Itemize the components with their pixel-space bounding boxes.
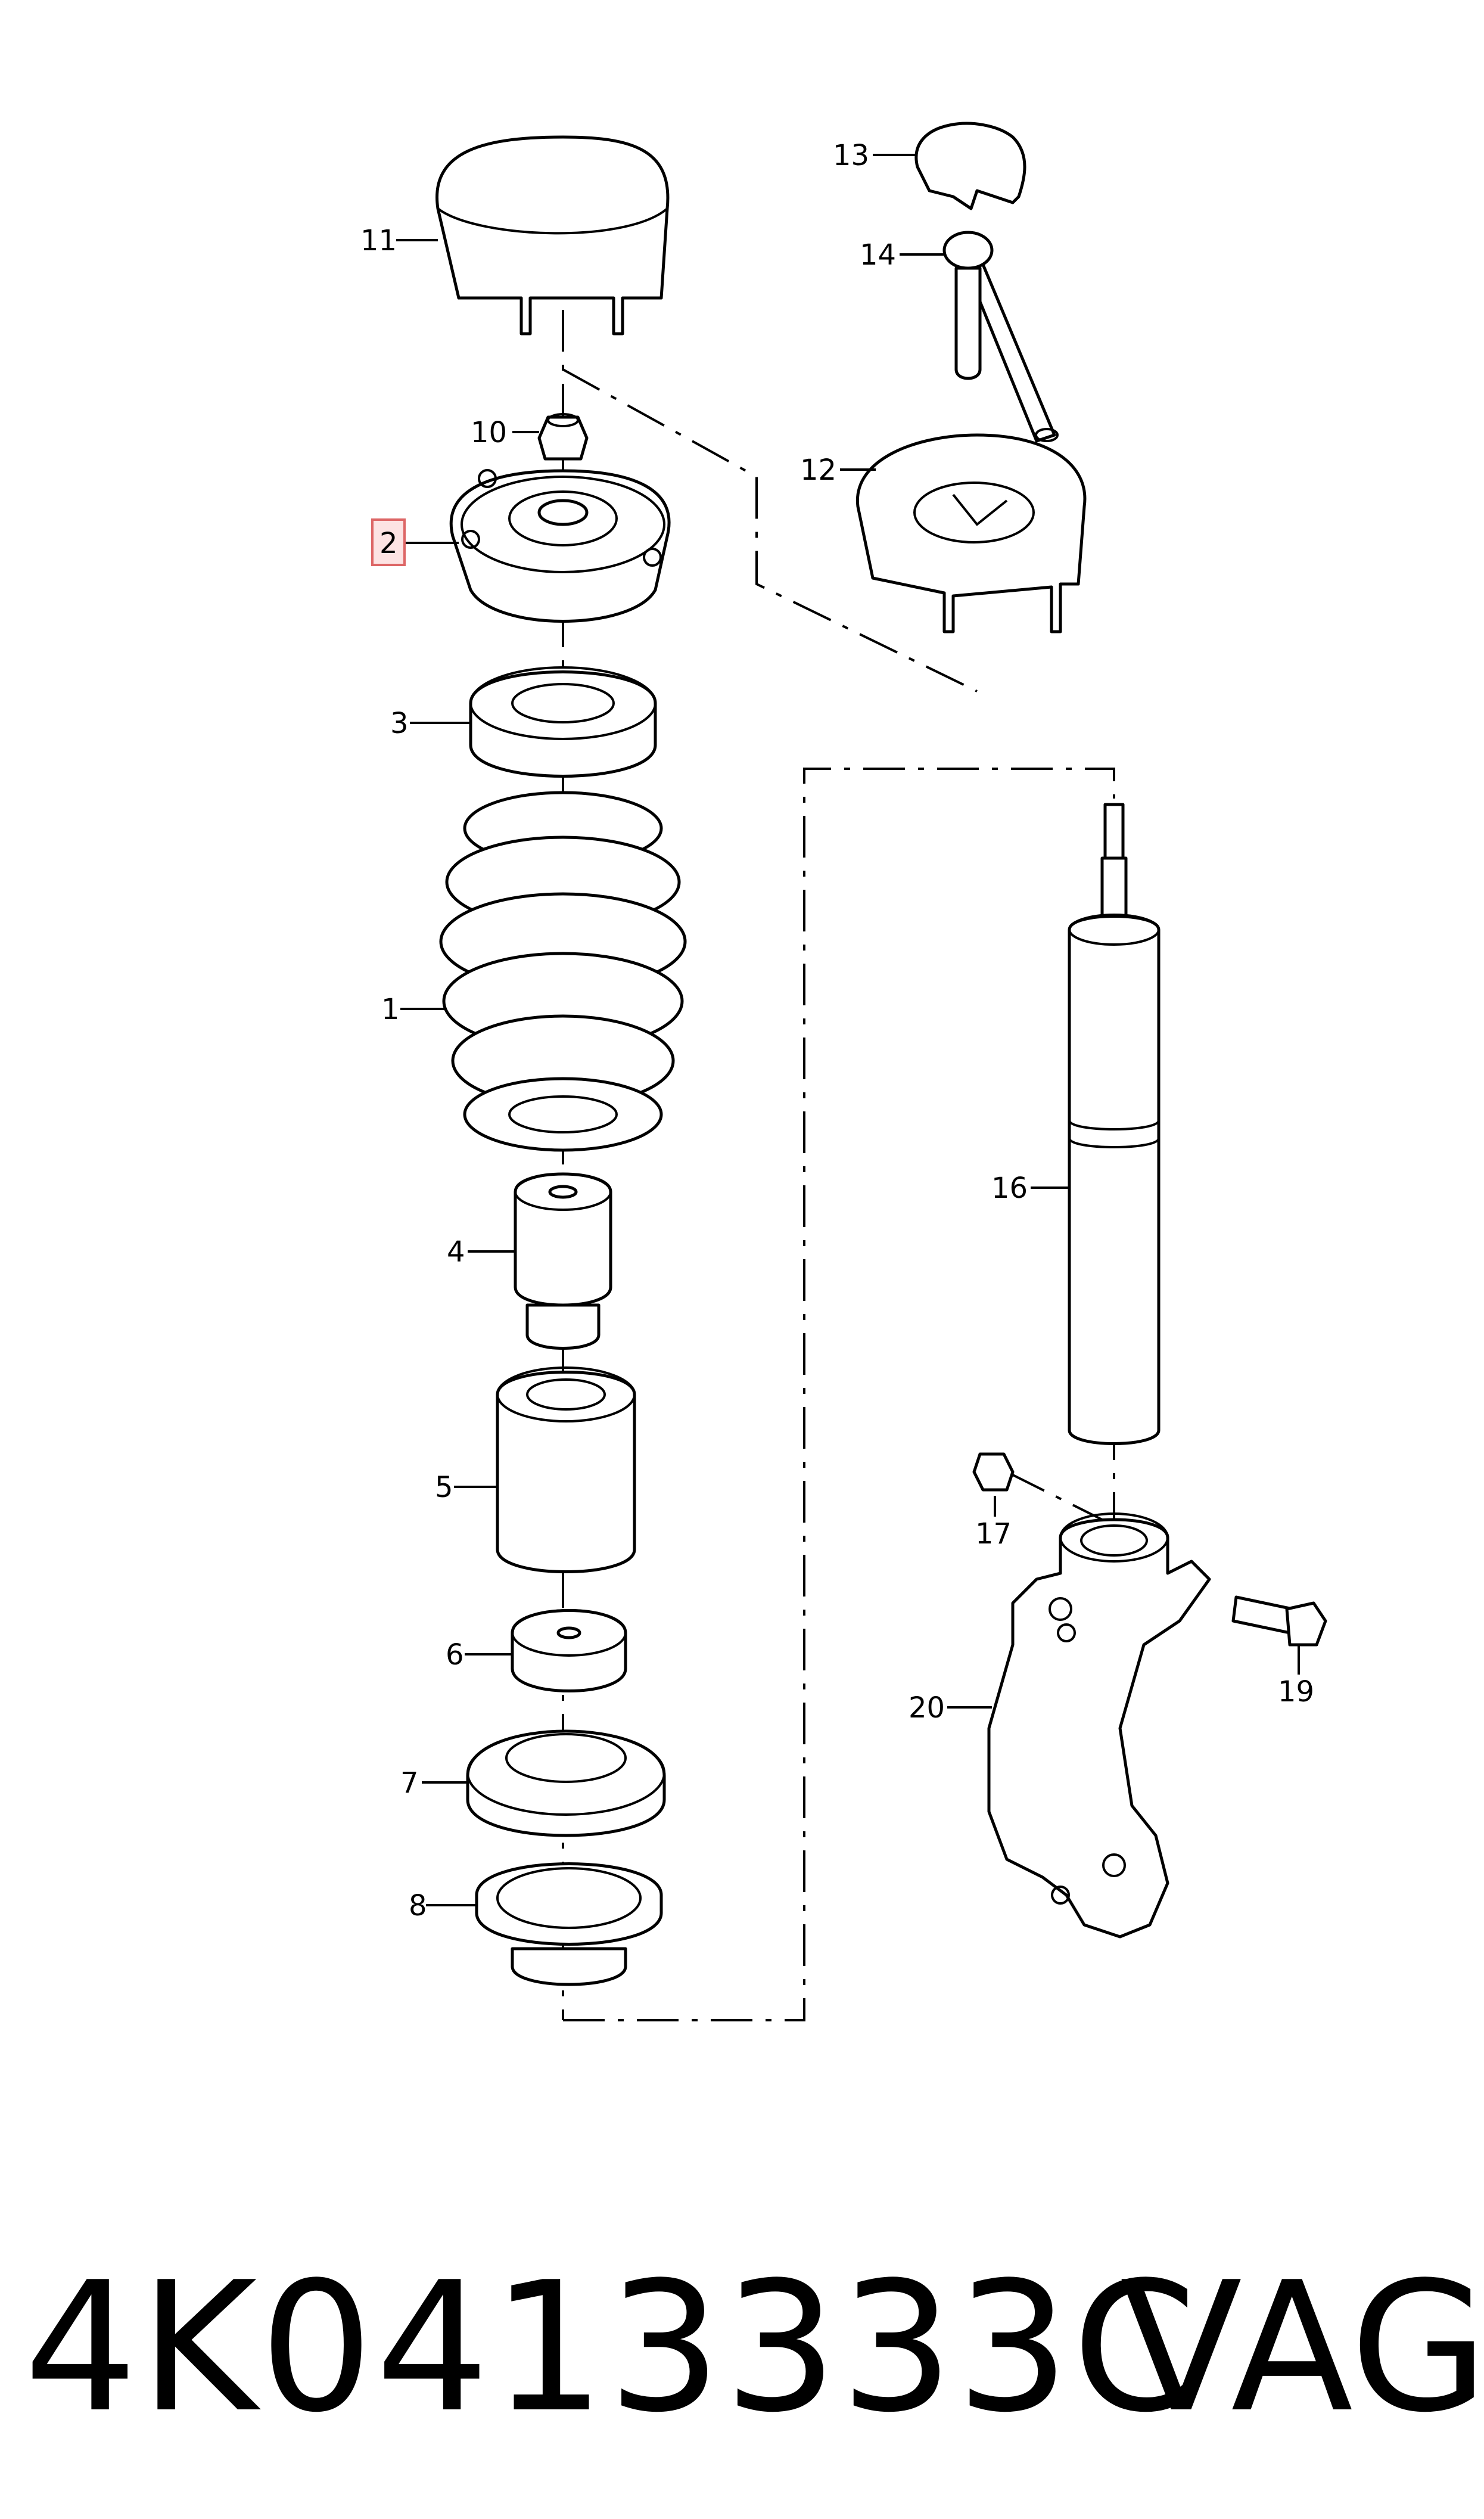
callout-12: 12 — [800, 454, 836, 487]
nut-part-10 — [537, 413, 589, 461]
protective-sleeve-part-5 — [496, 1366, 636, 1573]
callout-10: 10 — [471, 416, 507, 449]
callout-19: 19 — [1278, 1675, 1314, 1709]
shock-absorber-part-16 — [1068, 803, 1161, 1445]
nut-part-17 — [972, 1452, 1015, 1492]
callout-2: 2 — [379, 527, 398, 560]
callout-17: 17 — [975, 1517, 1012, 1551]
callout-11: 11 — [360, 224, 397, 257]
callout-20: 20 — [909, 1691, 945, 1725]
link-rod-part-14 — [942, 231, 1059, 443]
callout-14: 14 — [860, 238, 896, 272]
callout-6: 6 — [446, 1638, 464, 1672]
callout-4: 4 — [447, 1235, 465, 1269]
cap-part-13 — [914, 122, 1026, 210]
callout-3: 3 — [390, 707, 409, 740]
leader-lines — [396, 154, 1300, 1906]
bolt-part-19 — [1231, 1595, 1327, 1647]
part-number: 4K0413333C — [24, 2244, 1200, 2452]
spring-plate-part-8 — [475, 1862, 663, 1986]
callout-16: 16 — [991, 1172, 1028, 1205]
callout-labels: 1 2 3 4 5 6 7 8 10 11 12 13 14 16 17 19 … — [360, 139, 1314, 1922]
part-info-footer: 4K0413333C VAG — [0, 2241, 1484, 2455]
wheel-bearing-housing-part-20 — [987, 1512, 1211, 1939]
coil-spring-part-1 — [439, 791, 687, 1152]
spring-seat-part-3 — [469, 666, 657, 778]
callout-13: 13 — [833, 139, 869, 172]
brand-name: VAG — [1120, 2244, 1484, 2452]
callout-1: 1 — [381, 993, 400, 1026]
callout-7: 7 — [400, 1766, 419, 1800]
lower-spring-seat-part-7 — [466, 1729, 666, 1837]
callout-2-highlight — [371, 518, 406, 566]
strut-mount-part-2 — [449, 469, 671, 623]
protective-cap-part-11 — [435, 135, 670, 336]
mount-cover-part-12 — [855, 433, 1087, 633]
buffer-part-6 — [511, 1609, 627, 1692]
callout-5: 5 — [435, 1471, 453, 1504]
callout-8: 8 — [409, 1889, 427, 1922]
bump-stop-part-4 — [514, 1172, 612, 1350]
